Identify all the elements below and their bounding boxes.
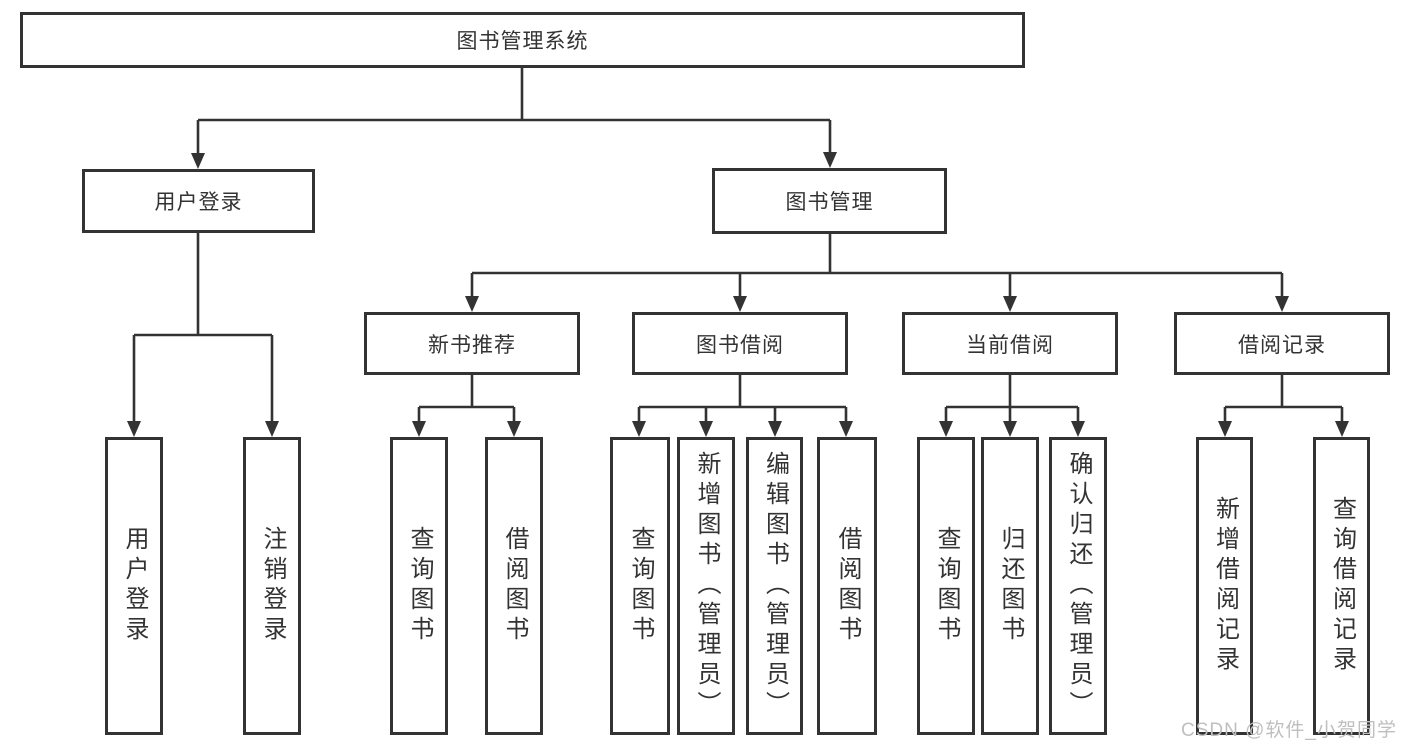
arrowhead-icon <box>733 296 747 312</box>
arrowhead-icon <box>1218 421 1232 437</box>
arrowhead-icon <box>127 421 141 437</box>
arrowhead-icon <box>507 421 521 437</box>
leaf-borrow-books-recommend: 借阅图书 <box>485 437 543 735</box>
arrowhead-icon <box>632 421 646 437</box>
connector-book-management-to-children <box>470 234 1284 299</box>
leaf-confirm-return-admin: 确认归还（管理员） <box>1049 437 1107 735</box>
arrowhead-icon <box>823 152 837 168</box>
connector-book-borrowing-to-children <box>637 375 848 424</box>
leaf-logout-login-label: 注销登录 <box>259 526 286 646</box>
arrowhead-icon <box>465 296 479 312</box>
node-book-borrowing: 图书借阅 <box>632 312 848 375</box>
arrowhead-icon <box>1071 421 1085 437</box>
arrowhead-icon <box>1335 421 1349 437</box>
leaf-user-login-label: 用户登录 <box>121 526 148 646</box>
arrowhead-icon <box>1003 421 1017 437</box>
leaf-add-book-admin-label: 新增图书（管理员） <box>693 451 720 721</box>
node-library-management-system: 图书管理系统 <box>20 12 1025 68</box>
leaf-query-borrow-record-label: 查询借阅记录 <box>1328 496 1356 676</box>
leaf-query-books-borrowing: 查询图书 <box>610 437 670 735</box>
node-borrowing-records: 借阅记录 <box>1174 312 1390 375</box>
leaf-query-books-recommend: 查询图书 <box>390 437 448 735</box>
arrowhead-icon <box>265 421 279 437</box>
connector-root-to-level2 <box>196 68 832 156</box>
leaf-query-books-borrowing-label: 查询图书 <box>627 526 654 646</box>
connector-current-borrowing-to-children <box>944 375 1080 424</box>
leaf-edit-book-admin-label: 编辑图书（管理员） <box>761 451 789 721</box>
node-current-borrowing: 当前借阅 <box>902 312 1118 375</box>
arrowhead-icon <box>1003 296 1017 312</box>
node-book-management: 图书管理 <box>712 168 947 234</box>
watermark: CSDN @软件_小贺同学 <box>1181 720 1397 741</box>
leaf-add-book-admin: 新增图书（管理员） <box>677 437 735 735</box>
leaf-borrow-books-borrowing: 借阅图书 <box>817 437 877 735</box>
leaf-query-books-current-label: 查询图书 <box>933 526 960 646</box>
arrowhead-icon <box>191 153 205 169</box>
leaf-add-borrow-record-label: 新增借阅记录 <box>1211 496 1239 676</box>
leaf-logout-login: 注销登录 <box>243 437 301 735</box>
leaf-add-borrow-record: 新增借阅记录 <box>1196 437 1253 735</box>
leaf-borrow-books-recommend-label: 借阅图书 <box>501 526 528 646</box>
connector-borrowing-records-to-children <box>1223 375 1344 424</box>
leaf-query-books-current: 查询图书 <box>917 437 975 735</box>
leaf-query-books-recommend-label: 查询图书 <box>406 526 433 646</box>
arrowhead-icon <box>768 421 782 437</box>
arrowhead-icon <box>839 421 853 437</box>
leaf-confirm-return-admin-label: 确认归还（管理员） <box>1065 451 1092 721</box>
leaf-borrow-books-borrowing-label: 借阅图书 <box>834 526 861 646</box>
arrowhead-icon <box>699 421 713 437</box>
connector-user-login-to-children <box>132 233 274 424</box>
leaf-return-books-label: 归还图书 <box>997 526 1024 646</box>
arrowhead-icon <box>939 421 953 437</box>
leaf-edit-book-admin: 编辑图书（管理员） <box>746 437 803 735</box>
leaf-query-borrow-record: 查询借阅记录 <box>1313 437 1370 735</box>
arrowhead-icon <box>1275 296 1289 312</box>
node-new-book-recommend: 新书推荐 <box>364 312 580 375</box>
node-user-login: 用户登录 <box>82 169 315 233</box>
connector-new-book-recommend-to-children <box>417 375 516 424</box>
leaf-return-books: 归还图书 <box>981 437 1039 735</box>
leaf-user-login: 用户登录 <box>105 437 163 735</box>
connector-arrowheads <box>127 152 1349 437</box>
arrowhead-icon <box>412 421 426 437</box>
